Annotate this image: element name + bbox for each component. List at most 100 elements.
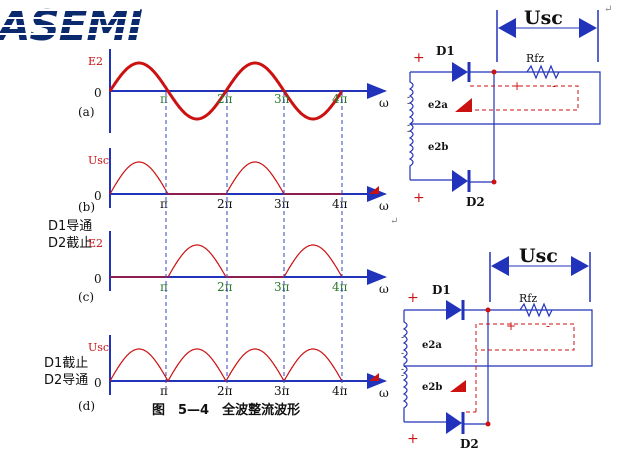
diode-d1-b (446, 300, 462, 320)
transformer-coil (408, 72, 414, 180)
zero-label: 0 (94, 189, 102, 203)
tick-label: 4π (332, 384, 348, 398)
panel-letter: (c) (78, 290, 94, 304)
plus-top: + (413, 50, 425, 66)
y-axis-label: E2 (88, 55, 103, 68)
junction-bottom (491, 179, 497, 185)
usc-right-arrow-b (571, 256, 589, 276)
figure-caption: 图 5—4 全波整流波形 (152, 402, 300, 418)
usc-left-arrow (498, 18, 516, 38)
phase-guide-lines (165, 92, 343, 388)
current-path-bottom (475, 323, 575, 412)
svg-text:↵: ↵ (390, 216, 398, 227)
resistor-rfz (526, 64, 560, 80)
diode-d2 (452, 170, 468, 192)
panel-letter: (a) (78, 105, 95, 119)
state-label-d1-off: D1截止 (44, 356, 88, 371)
current-path-top (470, 85, 579, 111)
x-axis-label: ω (379, 199, 389, 213)
e2b-label-b: e2b (422, 382, 442, 393)
zero-label: 0 (94, 272, 102, 286)
current-arrow-bottom (450, 380, 466, 392)
svg-text:-: - (401, 333, 404, 343)
zero-label: 0 (94, 86, 102, 100)
panel-c: E2 0 ω (c) π 2π 3π 4π (78, 231, 389, 304)
waveform-half-even (110, 244, 343, 278)
svg-text:↵: ↵ (604, 4, 612, 15)
tick-label: 2π (217, 384, 233, 398)
tick-label: 3π (274, 384, 290, 398)
diode-d1 (452, 62, 468, 82)
transformer-coil-b (402, 310, 408, 422)
waveform-full-sine (108, 61, 344, 121)
x-axis-label: ω (379, 96, 389, 110)
circuit-bottom: Usc - - - - D1 D2 Rfz e2a e2b + + + - (401, 245, 593, 451)
plus-bottom-b: + (407, 431, 419, 447)
tick-label: 2π (217, 280, 233, 294)
waveform-full-rect (109, 348, 343, 383)
tick-label: 3π (274, 92, 290, 106)
circuit-top: Usc - - - - D1 D2 Rfz e2a e2b + + + - (407, 7, 601, 209)
usc-label-b: Usc (519, 245, 558, 267)
panel-b: Usc 0 ω (b) π 2π 3π 4π (78, 148, 389, 214)
usc-right-arrow (579, 18, 597, 38)
asemi-logo: ASEMI (0, 1, 145, 50)
panel-d: Usc 0 ω (d) π 2π 3π 4π (78, 335, 389, 413)
current-arrow-top (455, 98, 472, 112)
waveform-half-odd (109, 161, 342, 195)
load-plus-b: + (506, 319, 516, 333)
x-axis-label: ω (379, 282, 389, 296)
svg-text:-: - (407, 93, 410, 103)
tick-label: π (160, 92, 168, 106)
state-label-d2-off: D2截止 (48, 236, 92, 251)
y-axis-label: Usc (88, 154, 109, 167)
tick-label: 3π (274, 197, 290, 211)
end-marker (369, 373, 379, 381)
usc-label: Usc (524, 7, 563, 29)
y-axis-label: Usc (88, 341, 109, 354)
junction-top (491, 69, 497, 75)
tick-label: 2π (217, 92, 233, 106)
rfz-label-b: Rfz (519, 292, 537, 305)
y-axis-label: E2 (88, 237, 103, 250)
d2-label-b: D2 (460, 437, 479, 451)
state-label-d1-on: D1导通 (48, 219, 92, 234)
x-axis-label: ω (379, 386, 389, 400)
plus-top-b: + (407, 290, 419, 306)
end-marker (369, 186, 379, 194)
resistor-rfz-b (519, 302, 553, 318)
d1-label-b: D1 (432, 283, 451, 297)
tick-label: 4π (332, 92, 348, 106)
svg-text:-: - (407, 127, 410, 137)
tick-label: 3π (274, 280, 290, 294)
tick-label: π (160, 197, 168, 211)
e2a-label-b: e2a (422, 340, 442, 351)
tick-label: π (160, 280, 168, 294)
zero-label: 0 (94, 376, 102, 390)
tick-label: 4π (332, 197, 348, 211)
svg-text:-: - (407, 121, 410, 131)
e2a-label: e2a (428, 100, 448, 111)
tick-label: π (160, 384, 168, 398)
tick-label: 2π (217, 197, 233, 211)
panel-letter: (b) (78, 200, 95, 214)
tick-label: 4π (332, 280, 348, 294)
d1-label: D1 (436, 44, 455, 58)
load-minus-b: - (546, 319, 550, 333)
diode-d2-b (446, 412, 462, 434)
state-label-d2-on: D2导通 (44, 373, 88, 388)
rfz-label: Rfz (526, 52, 544, 65)
d2-label: D2 (466, 195, 485, 209)
e2b-label: e2b (428, 142, 448, 153)
panel-letter: (d) (78, 399, 95, 413)
load-plus: + (512, 79, 522, 93)
panel-a: E2 0 ω (a) π 2π 3π 4π (78, 49, 389, 133)
usc-left-arrow-b (491, 256, 509, 276)
svg-text:-: - (407, 99, 410, 109)
svg-text:-: - (401, 371, 404, 381)
plus-bottom: + (413, 190, 425, 206)
svg-text:-: - (401, 365, 404, 375)
svg-text:-: - (401, 349, 404, 359)
